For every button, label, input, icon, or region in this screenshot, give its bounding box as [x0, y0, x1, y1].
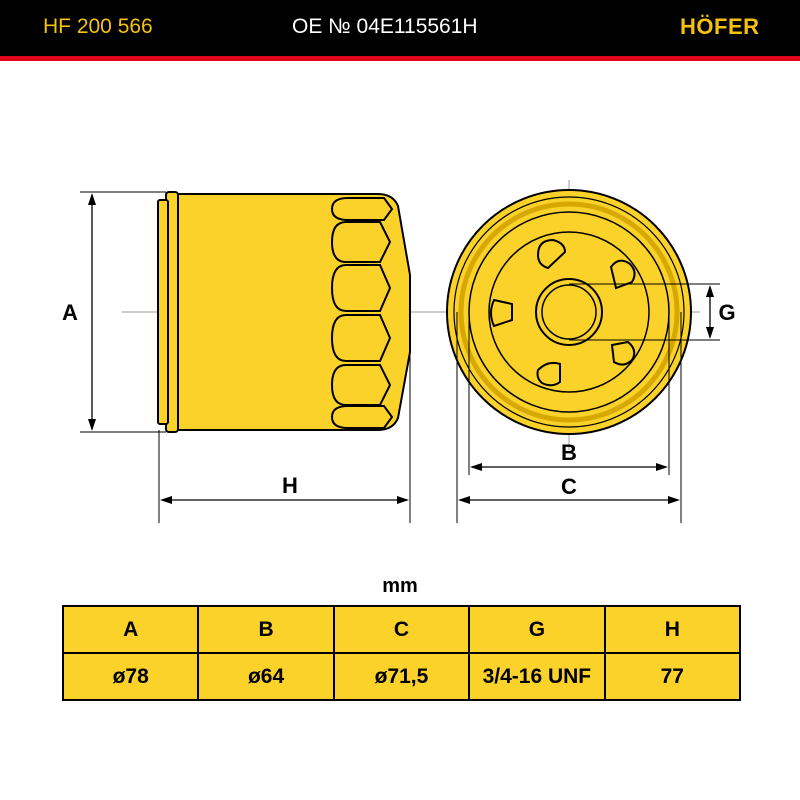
- grip-facets: [330, 197, 394, 429]
- dim-b-label: B: [561, 440, 577, 465]
- thread-inner: [541, 284, 597, 340]
- value-cell-b: ø64: [197, 652, 335, 701]
- value-cell-h: 77: [603, 652, 742, 701]
- inlet-holes: [490, 238, 636, 387]
- dim-g-label: G: [718, 300, 735, 325]
- header-cell-b: B: [197, 605, 335, 654]
- header-cell-h: H: [603, 605, 742, 654]
- unit-label: mm: [382, 575, 418, 597]
- base-plate-ring: [488, 231, 650, 393]
- filter-front-view: G B C: [446, 189, 736, 523]
- filter-side-view: A H: [62, 191, 411, 523]
- table-header-row: A B C G H: [61, 605, 742, 654]
- brand-logo: HÖFER: [680, 14, 760, 39]
- dim-c-label: C: [561, 474, 577, 499]
- side-gasket: [157, 199, 169, 425]
- header-cell-g: G: [468, 605, 606, 654]
- value-cell-g: 3/4-16 UNF: [468, 652, 606, 701]
- header-cell-c: C: [332, 605, 471, 654]
- filter-drawing: A H G: [62, 180, 736, 523]
- header-stripe: [0, 56, 800, 61]
- value-cell-c: ø71,5: [332, 652, 471, 701]
- value-cell-a: ø78: [61, 652, 200, 701]
- dim-a-label: A: [62, 300, 78, 325]
- header-bar: [0, 0, 800, 56]
- table-value-row: ø78 ø64 ø71,5 3/4-16 UNF 77: [61, 652, 742, 701]
- oe-number: OE № 04E115561H: [292, 15, 478, 38]
- side-body: [173, 193, 411, 431]
- dim-h-label: H: [282, 473, 298, 498]
- product-code: HF 200 566: [43, 15, 153, 38]
- dimension-table: A B C G H ø78 ø64 ø71,5 3/4-16 UNF 77: [61, 605, 742, 701]
- header-cell-a: A: [61, 605, 200, 654]
